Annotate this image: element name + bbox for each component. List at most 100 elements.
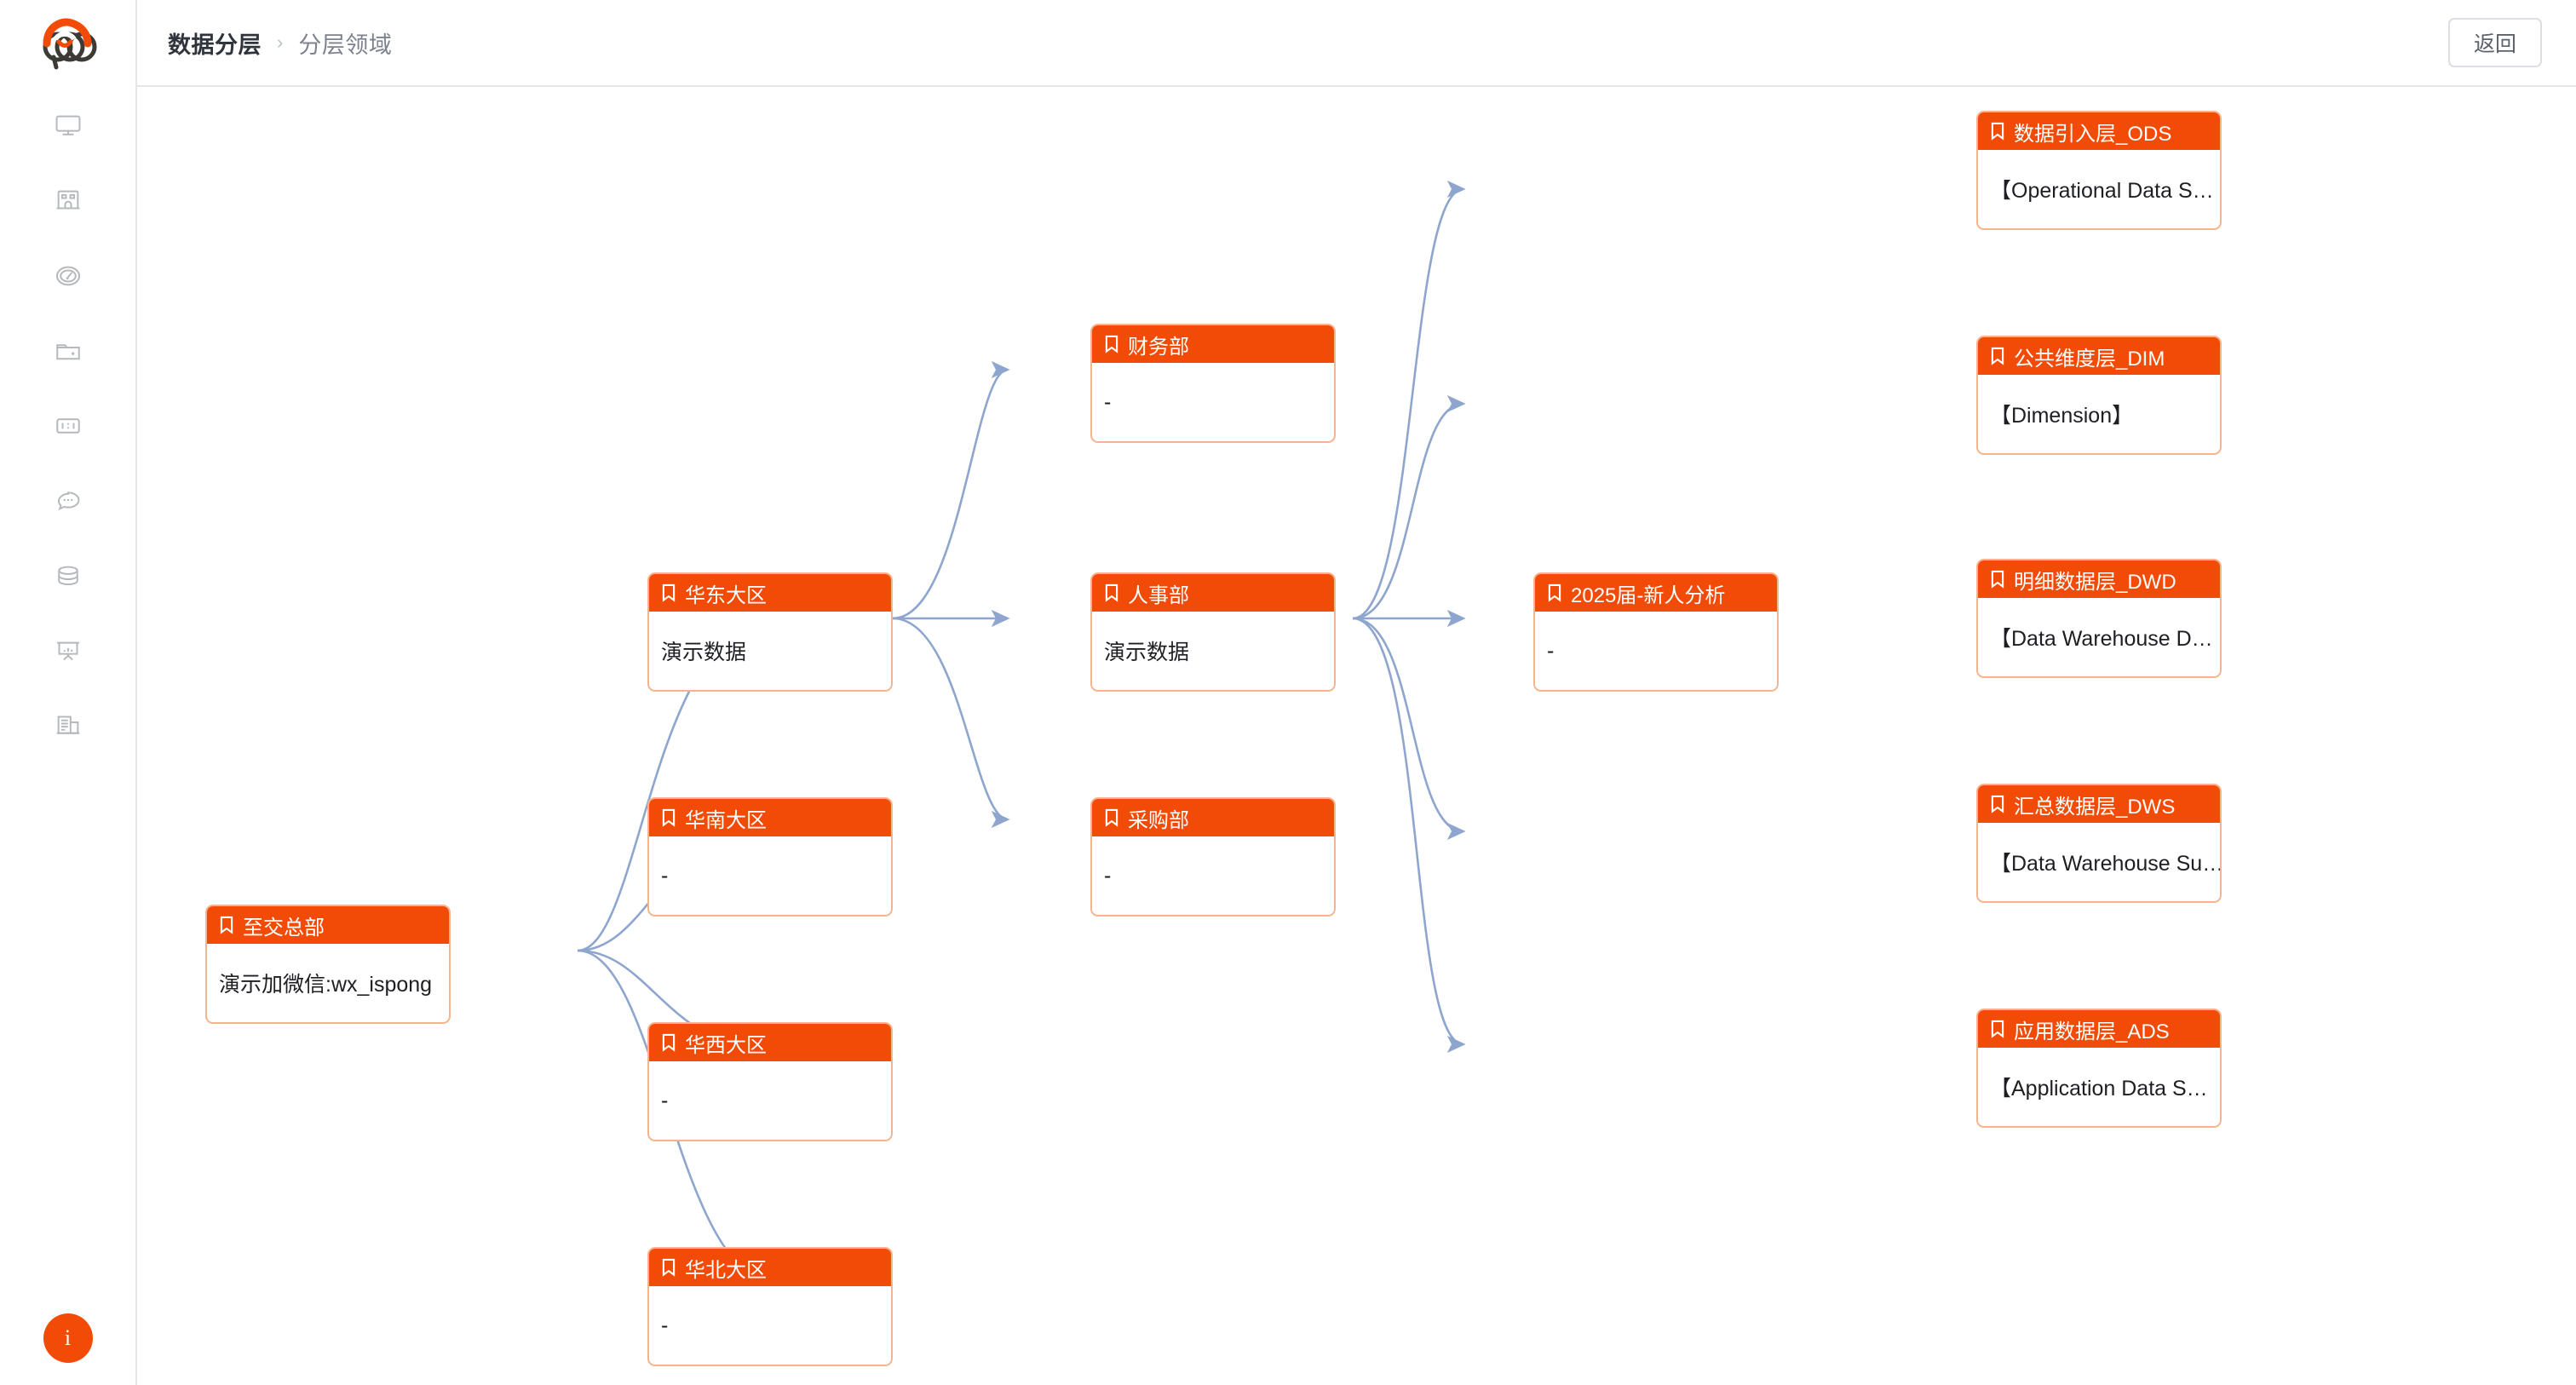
graph-node-ads[interactable]: 应用数据层_ADS 【Application Data S…: [1976, 1009, 2222, 1128]
sidebar-item-chat[interactable]: [0, 463, 136, 538]
node-title: 人事部: [1128, 583, 1189, 607]
node-title: 公共维度层_DIM: [2014, 347, 2165, 371]
node-header: 汇总数据层_DWS: [1978, 785, 2220, 823]
sidebar-item-presentation[interactable]: [0, 613, 136, 688]
node-title: 应用数据层_ADS: [2014, 1020, 2170, 1043]
node-header: 华北大区: [649, 1249, 891, 1286]
bookmark-icon: [1103, 583, 1120, 602]
node-body: 【Data Warehouse D…: [1990, 627, 2213, 651]
node-header: 华南大区: [649, 799, 891, 836]
graph-node-rs[interactable]: 人事部 演示数据: [1090, 572, 1336, 692]
building-icon: [54, 187, 83, 216]
bookmark-icon: [660, 808, 677, 827]
node-body: 演示数据: [661, 641, 747, 664]
monitor-icon: [54, 112, 83, 141]
node-header: 华西大区: [649, 1024, 891, 1061]
graph-node-dwd[interactable]: 明细数据层_DWD 【Data Warehouse D…: [1976, 559, 2222, 678]
bookmark-icon: [218, 916, 235, 934]
info-badge-button[interactable]: i: [43, 1313, 93, 1363]
top-bar: 数据分层 › 分层领域 返回: [137, 0, 2576, 87]
sidebar-nav: [0, 89, 135, 763]
node-body: -: [661, 1313, 669, 1337]
report-icon: [54, 711, 83, 740]
breadcrumb-sub[interactable]: 分层领域: [298, 32, 393, 58]
graph-node-hx[interactable]: 华西大区 -: [647, 1022, 893, 1141]
bookmark-icon: [660, 583, 677, 602]
breadcrumb: 数据分层 › 分层领域: [168, 26, 392, 60]
node-body: 【Dimension】: [1990, 404, 2134, 428]
bookmark-icon: [660, 1033, 677, 1052]
presentation-icon: [54, 636, 83, 665]
graph-node-hb[interactable]: 华北大区 -: [647, 1247, 893, 1366]
id-card-icon: [54, 411, 83, 440]
sidebar-item-gauge[interactable]: [0, 238, 136, 313]
node-title: 采购部: [1128, 808, 1189, 832]
node-body: -: [1104, 389, 1112, 414]
node-header: 公共维度层_DIM: [1978, 337, 2220, 375]
graph-node-cg[interactable]: 采购部 -: [1090, 797, 1336, 917]
node-header: 应用数据层_ADS: [1978, 1010, 2220, 1048]
graph-node-root[interactable]: 至交总部 演示加微信:wx_ispong: [205, 905, 451, 1024]
node-header: 2025届-新人分析: [1535, 574, 1777, 612]
node-header: 华东大区: [649, 574, 891, 612]
node-title: 2025届-新人分析: [1571, 583, 1726, 607]
graph-node-hd[interactable]: 华东大区 演示数据: [647, 572, 893, 692]
node-title: 数据引入层_ODS: [2014, 122, 2172, 146]
node-title: 华南大区: [685, 808, 767, 832]
graph-node-dim[interactable]: 公共维度层_DIM 【Dimension】: [1976, 336, 2222, 455]
node-body: -: [661, 863, 669, 888]
bookmark-icon: [1989, 122, 2006, 141]
node-body: 【Data Warehouse Su…: [1990, 852, 2220, 876]
sidebar-item-monitor[interactable]: [0, 89, 136, 164]
bookmark-icon: [1989, 1020, 2006, 1038]
node-title: 明细数据层_DWD: [2014, 570, 2176, 594]
node-body: 【Operational Data S…: [1990, 179, 2214, 203]
node-body: -: [1547, 638, 1555, 663]
bookmark-icon: [1103, 808, 1120, 827]
node-title: 华东大区: [685, 583, 767, 607]
bookmark-icon: [1989, 795, 2006, 813]
graph-canvas[interactable]: 至交总部 演示加微信:wx_ispong 华东大区 演示数据 华南大区 -: [139, 89, 2576, 1385]
sidebar-item-building[interactable]: [0, 164, 136, 238]
bookmark-icon: [1989, 347, 2006, 365]
graph-node-nr[interactable]: 2025届-新人分析 -: [1533, 572, 1779, 692]
sidebar-item-database[interactable]: [0, 538, 136, 613]
node-header: 明细数据层_DWD: [1978, 560, 2220, 598]
node-title: 至交总部: [243, 916, 325, 940]
graph-node-cw[interactable]: 财务部 -: [1090, 324, 1336, 443]
bookmark-icon: [1546, 583, 1563, 602]
sidebar-item-id-card[interactable]: [0, 388, 136, 463]
gauge-icon: [54, 261, 83, 290]
node-header: 财务部: [1092, 325, 1334, 363]
database-icon: [54, 561, 83, 590]
bookmark-icon: [660, 1258, 677, 1277]
node-header: 采购部: [1092, 799, 1334, 836]
node-title: 华北大区: [685, 1258, 767, 1282]
node-header: 数据引入层_ODS: [1978, 112, 2220, 150]
back-button[interactable]: 返回: [2448, 18, 2542, 67]
node-title: 财务部: [1128, 335, 1189, 359]
graph-node-hn[interactable]: 华南大区 -: [647, 797, 893, 917]
graph-node-ods[interactable]: 数据引入层_ODS 【Operational Data S…: [1976, 111, 2222, 230]
graph-edges: [577, 181, 1466, 1292]
node-header: 至交总部: [207, 906, 449, 944]
node-body: -: [1104, 863, 1112, 888]
node-header: 人事部: [1092, 574, 1334, 612]
node-body: 演示加微信:wx_ispong: [219, 973, 433, 997]
node-body: 【Application Data S…: [1990, 1077, 2208, 1101]
sidebar-item-folder[interactable]: [0, 313, 136, 388]
app-logo[interactable]: [0, 0, 136, 89]
chat-bubble-icon: [54, 486, 83, 515]
node-title: 华西大区: [685, 1033, 767, 1057]
node-body: 演示数据: [1104, 641, 1190, 664]
bookmark-icon: [1103, 335, 1120, 353]
breadcrumb-separator-icon: ›: [277, 32, 284, 53]
node-title: 汇总数据层_DWS: [2014, 795, 2176, 819]
breadcrumb-current[interactable]: 数据分层: [168, 32, 262, 58]
folder-icon: [54, 336, 83, 365]
sidebar-item-report[interactable]: [0, 688, 136, 763]
node-body: -: [661, 1088, 669, 1112]
bookmark-icon: [1989, 570, 2006, 589]
graph-node-dws[interactable]: 汇总数据层_DWS 【Data Warehouse Su…: [1976, 784, 2222, 903]
left-sidebar: i: [0, 0, 137, 1385]
